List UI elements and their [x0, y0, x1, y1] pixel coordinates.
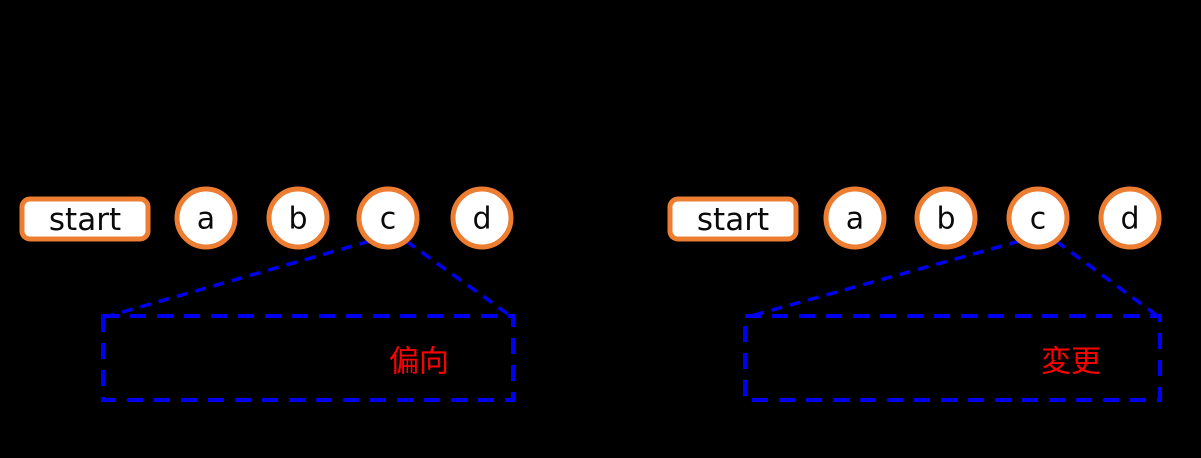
node-label: b: [936, 202, 955, 237]
graph-node-right-a[interactable]: a: [823, 186, 887, 250]
region-annotation-right: 変更: [1041, 345, 1101, 380]
connector-line-right-0: [746, 239, 1021, 319]
node-label: d: [472, 202, 491, 237]
start-node-box: [667, 196, 799, 242]
graph-node-right-d[interactable]: d: [1098, 186, 1162, 250]
node-circle: [266, 186, 330, 250]
region-annotation-left: 偏向: [389, 345, 449, 380]
diagram-panel-left: 偏向 start a b c d: [19, 186, 515, 402]
start-node-box: [19, 196, 151, 242]
start-node-right[interactable]: start: [667, 196, 799, 242]
node-label: c: [380, 202, 397, 237]
connector-line-right-1: [1054, 239, 1161, 319]
highlight-region-right[interactable]: [743, 314, 1162, 402]
node-circle: [914, 186, 978, 250]
connector-line-left-1: [404, 239, 514, 319]
connector-line-left-0: [104, 239, 371, 319]
start-node-label: start: [49, 202, 121, 238]
node-label: c: [1030, 202, 1047, 237]
graph-node-left-a[interactable]: a: [174, 186, 238, 250]
node-label: d: [1120, 202, 1139, 237]
node-circle: [174, 186, 238, 250]
node-circle: [1098, 186, 1162, 250]
graph-node-left-d[interactable]: d: [450, 186, 514, 250]
graph-node-left-b[interactable]: b: [266, 186, 330, 250]
start-node-label: start: [697, 202, 769, 238]
graph-node-right-c[interactable]: c: [1006, 186, 1070, 250]
highlight-region-left[interactable]: [101, 314, 515, 402]
node-circle: [356, 186, 420, 250]
diagram-panel-right: 変更 start a b c d: [667, 186, 1162, 402]
start-node-left[interactable]: start: [19, 196, 151, 242]
node-circle: [823, 186, 887, 250]
node-label: a: [846, 202, 864, 237]
node-circle: [1006, 186, 1070, 250]
graph-node-left-c[interactable]: c: [356, 186, 420, 250]
node-circle: [450, 186, 514, 250]
graph-node-right-b[interactable]: b: [914, 186, 978, 250]
node-label: a: [197, 202, 215, 237]
node-label: b: [288, 202, 307, 237]
